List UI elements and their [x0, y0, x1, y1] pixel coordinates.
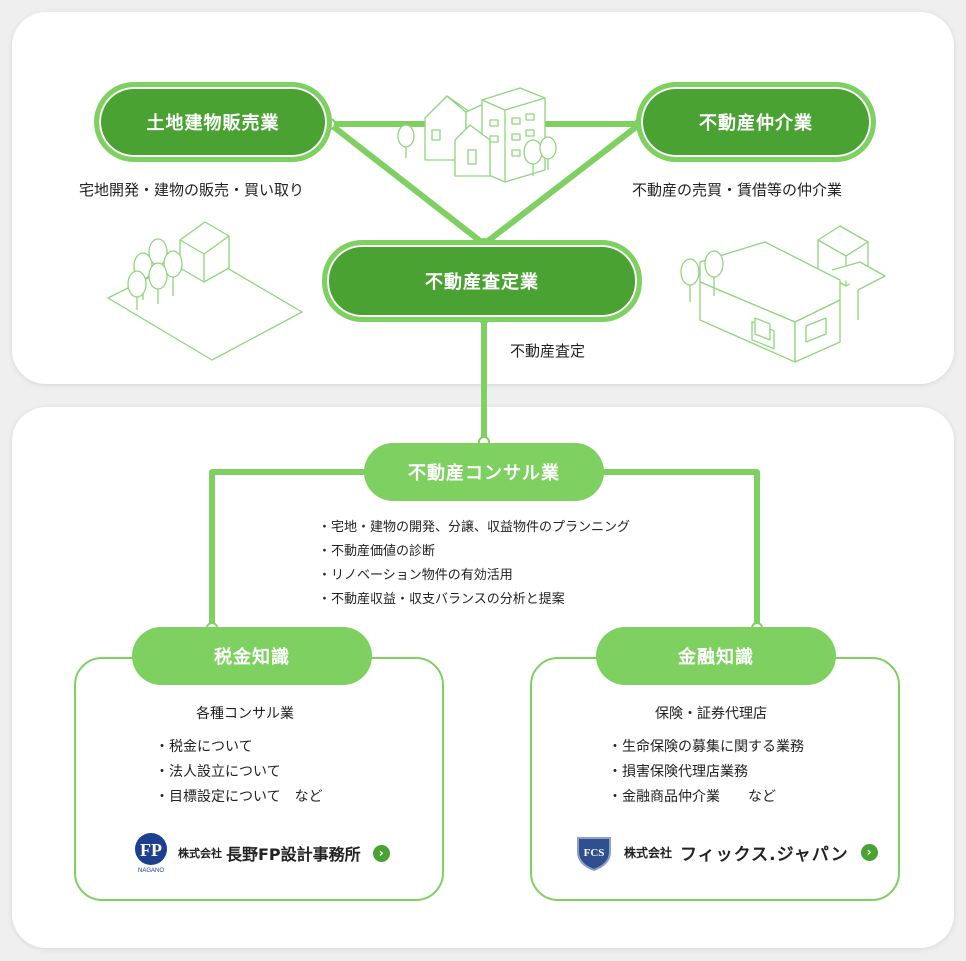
finance-knowledge-label: 金融知識: [678, 647, 754, 668]
fix-japan-logo: FCS: [577, 837, 611, 872]
tax-knowledge-pill: 税金知識: [132, 627, 372, 685]
nagano-company-prefix: 株式会社: [178, 847, 222, 860]
line-right-diag: [482, 121, 642, 247]
real-estate-consulting-pill: 不動産コンサル業: [364, 443, 604, 501]
finance-item: ・金融商品仲介業 など: [608, 789, 776, 805]
tax-item: ・税金について: [155, 739, 253, 755]
line-to-tax: [209, 469, 368, 628]
consulting-item: ・不動産価値の診断: [318, 544, 436, 559]
land-building-sales-label: 土地建物販売業: [146, 113, 280, 134]
real-estate-brokerage-label: 不動産仲介業: [699, 113, 813, 134]
chevron-right-icon[interactable]: ›: [860, 843, 878, 861]
consulting-item: ・不動産収益・収支バランスの分析と提案: [318, 592, 565, 607]
real-estate-brokerage-pill: 不動産仲介業: [636, 82, 876, 162]
fix-japan-company-link[interactable]: FCS 株式会社 フィックス.ジャパン ›: [574, 832, 878, 872]
finance-knowledge-pill: 金融知識: [596, 627, 836, 685]
fix-company-prefix: 株式会社: [624, 845, 673, 860]
tax-item: ・法人設立について: [155, 764, 281, 780]
fix-company-name: フィックス.ジャパン: [680, 844, 849, 865]
nagano-company-name: 長野FP設計事務所: [226, 845, 361, 864]
real-estate-appraisal-label: 不動産査定業: [425, 272, 539, 293]
tax-list: ・税金について ・法人設立について ・目標設定について など: [155, 735, 323, 810]
line-to-finance: [600, 469, 760, 628]
finance-list: ・生命保険の募集に関する業務 ・損害保険代理店業務 ・金融商品仲介業 など: [608, 735, 804, 810]
real-estate-appraisal-pill: 不動産査定業: [322, 240, 642, 322]
land-plot-illustration: [107, 221, 303, 361]
real-estate-consulting-label: 不動産コンサル業: [408, 463, 560, 484]
nagano-fp-company-link[interactable]: FP NAGANO 株式会社 長野FP設計事務所 ›: [132, 832, 390, 874]
nagano-logo-text: NAGANO: [138, 868, 164, 874]
consulting-item: ・リノベーション物件の有効活用: [318, 568, 513, 583]
line-left-diag: [328, 121, 486, 247]
consulting-item: ・宅地・建物の開発、分譲、収益物件のプランニング: [318, 520, 631, 535]
svg-text:FP: FP: [140, 840, 162, 860]
tax-heading: 各種コンサル業: [196, 706, 294, 722]
buildings-illustration: [397, 87, 557, 183]
finance-heading: 保険・証券代理店: [655, 706, 767, 722]
finance-item: ・生命保険の募集に関する業務: [608, 739, 804, 755]
finance-item: ・損害保険代理店業務: [608, 764, 748, 780]
tax-knowledge-label: 税金知識: [214, 647, 290, 668]
land-building-sales-pill: 土地建物販売業: [94, 82, 332, 162]
nagano-fp-logo: FP NAGANO: [135, 833, 167, 874]
chevron-right-icon[interactable]: ›: [372, 844, 390, 862]
consulting-list: ・宅地・建物の開発、分譲、収益物件のプランニング ・不動産価値の診断 ・リノベー…: [318, 516, 630, 612]
real-estate-brokerage-desc: 不動産の売買・賃借等の仲介業: [632, 181, 843, 199]
real-estate-appraisal-desc: 不動産査定: [510, 342, 586, 360]
house-illustration: [680, 225, 886, 363]
land-building-sales-desc: 宅地開発・建物の販売・買い取り: [79, 181, 305, 199]
fix-logo-text: FCS: [584, 847, 605, 859]
tax-item: ・目標設定について など: [155, 789, 323, 805]
